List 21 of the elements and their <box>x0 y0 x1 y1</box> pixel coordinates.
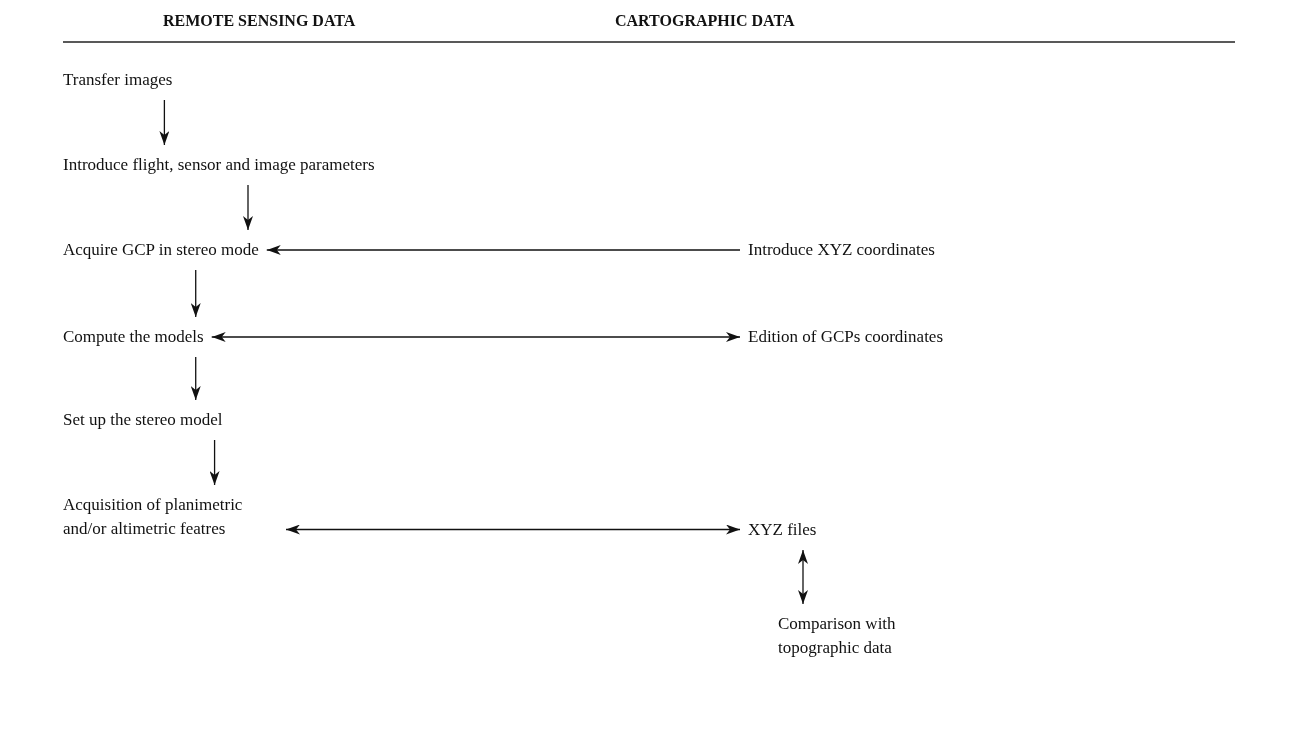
arrow <box>159 99 170 146</box>
column-header: REMOTE SENSING DATA <box>163 12 356 30</box>
step-text: Acquisition of planimetric and/or altimetric featres <box>63 494 244 540</box>
step-text: Comparison with topographic data <box>778 613 897 659</box>
arrow <box>190 269 201 318</box>
step-text: XYZ files <box>748 519 817 541</box>
arrow <box>266 245 741 255</box>
arrow <box>798 549 808 605</box>
arrow <box>243 184 253 231</box>
step-text: Acquire GCP in stereo mode <box>63 239 259 261</box>
column-header: CARTOGRAPHIC DATA <box>615 12 795 30</box>
step-text: Introduce XYZ coordinates <box>748 239 935 261</box>
arrow <box>209 439 220 486</box>
step-text: Transfer images <box>63 69 173 91</box>
arrow <box>190 356 201 401</box>
arrow <box>211 332 741 342</box>
step-text: Introduce flight, sensor and image parameters <box>63 154 375 176</box>
step-text: Set up the stereo model <box>63 409 223 431</box>
arrow <box>285 524 741 535</box>
step-text: Edition of GCPs coordinates <box>748 326 943 348</box>
step-text: Compute the models <box>63 326 204 348</box>
